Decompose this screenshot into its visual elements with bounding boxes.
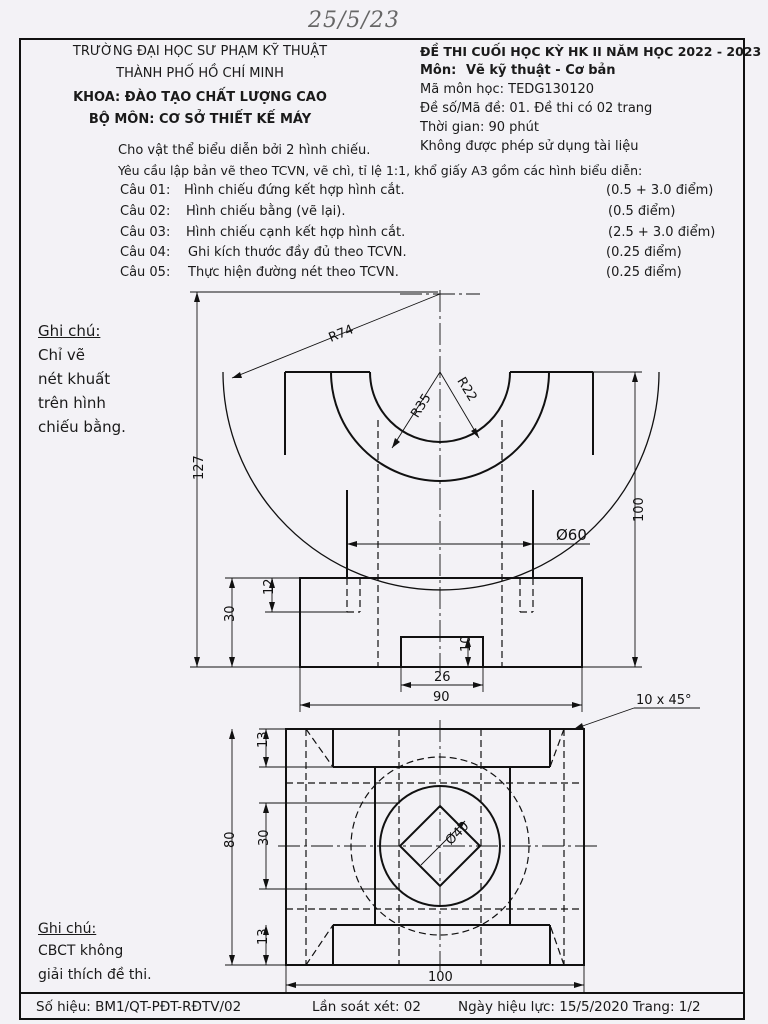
note-line: CBCT không — [38, 943, 124, 959]
question-label: Câu 02: — [120, 204, 171, 219]
hidden-lines — [346, 420, 534, 667]
question-text: Hình chiếu đứng kết hợp hình cắt. — [184, 183, 405, 198]
footer-revision: Lần soát xét: 02 — [312, 999, 421, 1015]
dim-phi40: Ø40 — [443, 819, 473, 849]
university-name: TRƯỜNG ĐẠI HỌC SƯ PHẠM KỸ THUẬT — [72, 44, 328, 59]
dim-80: 80 — [223, 831, 238, 848]
question-text: Hình chiếu bằng (vẽ lại). — [186, 204, 346, 219]
front-view — [222, 371, 660, 668]
question-label: Câu 01: — [120, 183, 171, 198]
faculty-name: KHOA: ĐÀO TẠO CHẤT LƯỢNG CAO — [73, 90, 327, 105]
dim-30: 30 — [223, 605, 238, 622]
exam-title: ĐỀ THI CUỐI HỌC KỲ HK II NĂM HỌC 2022 - … — [420, 44, 762, 59]
dim-r35: R35 — [408, 391, 434, 421]
question-text: Thực hiện đường nét theo TCVN. — [188, 265, 399, 280]
dim-13: 13 — [256, 731, 271, 748]
footer-effective-date: Ngày hiệu lực: 15/5/2020 Trang: 1/2 — [458, 999, 701, 1015]
dim-r74: R74 — [327, 322, 356, 345]
dim-127: 127 — [192, 455, 207, 480]
dim-chamfer: 10 x 45° — [636, 693, 692, 708]
handwritten-date: 25/5/23 — [308, 8, 400, 33]
dim-12: 12 — [262, 578, 277, 595]
question-label: Câu 04: — [120, 245, 171, 260]
note-line: trên hình — [38, 394, 106, 412]
dim-10: 10 — [459, 635, 474, 652]
top-view — [285, 728, 585, 966]
question-label: Câu 03: — [120, 225, 171, 240]
dim-26: 26 — [434, 670, 451, 685]
footer-code: Số hiệu: BM1/QT-PĐT-RĐTV/02 — [36, 999, 242, 1015]
materials-rule: Không được phép sử dụng tài liệu — [420, 139, 639, 154]
note-line: chiếu bằng. — [38, 418, 126, 436]
dim-100: 100 — [632, 497, 647, 522]
university-city: THÀNH PHỐ HỒ CHÍ MINH — [116, 66, 284, 81]
question-points: (0.5 điểm) — [608, 204, 676, 219]
exam-time: Thời gian: 90 phút — [420, 120, 539, 135]
question-label: Câu 05: — [120, 265, 171, 280]
dim-13-lower: 13 — [256, 928, 271, 945]
question-points: (2.5 + 3.0 điểm) — [608, 225, 716, 240]
subject-name: Vẽ kỹ thuật - Cơ bản — [466, 63, 616, 78]
question-points: (0.5 + 3.0 điểm) — [606, 183, 714, 198]
question-points: (0.25 điểm) — [606, 245, 682, 260]
top-view-hidden — [286, 728, 584, 966]
page-border — [19, 38, 745, 1020]
note-line: Chỉ vẽ — [38, 346, 86, 364]
note-title: Ghi chú: — [38, 921, 97, 937]
footer-divider — [19, 992, 745, 994]
question-text: Ghi kích thước đầy đủ theo TCVN. — [188, 245, 407, 260]
department-name: BỘ MÔN: CƠ SỞ THIẾT KẾ MÁY — [88, 112, 312, 127]
dim-phi60: Ø60 — [556, 526, 587, 544]
instruction-line-2: Yêu cầu lập bản vẽ theo TCVN, vẽ chì, tỉ… — [118, 163, 643, 178]
question-points: (0.25 điểm) — [606, 265, 682, 280]
dim-90: 90 — [433, 690, 450, 705]
exam-number: Đề số/Mã đề: 01. Đề thi có 02 trang — [420, 101, 653, 116]
subject-label: Môn: — [420, 63, 457, 78]
instruction-line-1: Cho vật thể biểu diễn bởi 2 hình chiếu. — [118, 143, 371, 158]
dim-r22: R22 — [454, 375, 480, 405]
note-line: giải thích đề thi. — [38, 967, 152, 983]
dim-100-top: 100 — [428, 970, 453, 985]
note-line: nét khuất — [38, 370, 111, 388]
course-code: Mã môn học: TEDG130120 — [420, 82, 595, 97]
question-text: Hình chiếu cạnh kết hợp hình cắt. — [186, 225, 406, 240]
note-title: Ghi chú: — [38, 322, 101, 340]
dim-30-top: 30 — [257, 829, 272, 846]
